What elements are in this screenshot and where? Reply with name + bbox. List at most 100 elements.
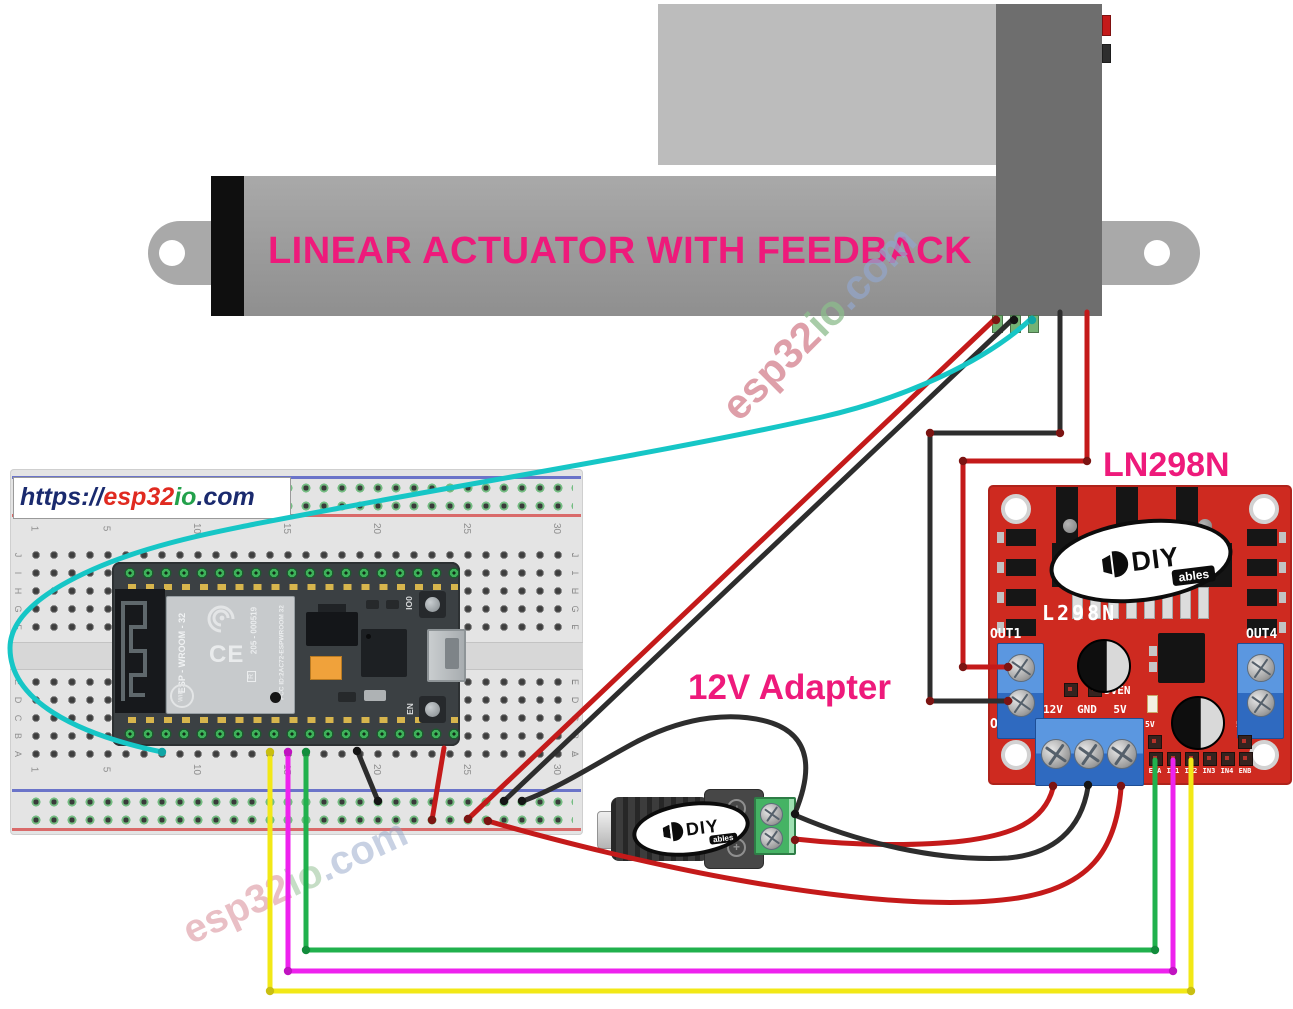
bb-col-num: 25 [461, 763, 473, 776]
bb-col-num: 15 [281, 763, 293, 776]
l298n-capacitor-2 [1171, 696, 1225, 750]
l298n-pin-in2 [1185, 752, 1199, 766]
url-tld: .com [196, 483, 255, 511]
diyables-glyph-icon [662, 825, 671, 840]
esp32-antenna [115, 589, 165, 713]
esp32-wifi-logo: WiFi [170, 684, 194, 708]
l298n-5v-label: 5V [1113, 703, 1127, 716]
l298n-hole-tl [1001, 494, 1031, 524]
l298n-5ven-pin [1064, 683, 1078, 697]
esp32-swirl-logo-icon [200, 598, 242, 645]
antenna-zigzag-icon [121, 601, 147, 701]
bb-col-num: 1 [28, 525, 40, 532]
esp32-pads-top [128, 584, 458, 590]
esp32-small-part-1 [366, 600, 379, 609]
diode [1247, 529, 1286, 546]
bb-col-num: 30 [551, 763, 563, 776]
actuator-feedback-pin-2 [1010, 315, 1021, 333]
esp32-pads-bottom [128, 717, 458, 723]
actuator-feedback-pin-1 [992, 315, 1003, 333]
watermark-name: esp32 [712, 311, 830, 430]
l298n-out1-screw [1007, 654, 1035, 682]
actuator-motor-stub-black [1102, 44, 1111, 63]
l298n-5v-left-label: 5V [1145, 720, 1155, 729]
url-protocol: https:// [20, 483, 104, 511]
l298n-12v-screw [1041, 739, 1071, 769]
diode [997, 529, 1036, 546]
esp32-boot-button [419, 591, 446, 618]
esp32-pin-row-top [121, 565, 463, 581]
esp32-r-mark: R [247, 670, 257, 683]
esp32-usb-slot [445, 638, 459, 669]
adapter-terminal-screw-plus [760, 827, 783, 850]
adapter-label: 12V Adapter [688, 668, 891, 707]
actuator-rod-housing [658, 4, 996, 165]
l298n-pin-in1 [1167, 752, 1181, 766]
actuator-motor-stub-red [1102, 15, 1111, 36]
wire-adapter-plus-12v [792, 785, 1056, 848]
l298n-out3-screw [1247, 689, 1275, 717]
actuator-motor-block [996, 4, 1102, 316]
diode [997, 589, 1036, 606]
bb-col-num: 20 [371, 522, 383, 535]
url-label: https://esp32io.com [13, 477, 291, 519]
actuator-bracket-left-hole [159, 240, 185, 266]
l298n-capacitor-1 [1077, 639, 1131, 693]
diode [1247, 619, 1286, 636]
bb-col-num: 15 [281, 522, 293, 535]
l298n-led [1147, 695, 1158, 713]
l298n-heatsink-screw-1 [1063, 519, 1077, 533]
esp32-ce-mark: CE [209, 641, 245, 668]
actuator-bracket-right-hole [1144, 240, 1170, 266]
l298n-to220-pad [1149, 662, 1157, 672]
diode [1247, 589, 1286, 606]
esp32-regulator [306, 612, 358, 646]
l298n-pin-enb [1239, 752, 1253, 766]
actuator-feedback-pin-3 [1028, 315, 1039, 333]
l298n-out4-label: OUT4 [1246, 627, 1278, 642]
l298n-silkscreen: L298N [1042, 601, 1118, 625]
l298n-5v-screw [1107, 739, 1137, 769]
l298n-out4-screw [1247, 654, 1275, 682]
esp32-fcc-id: FCC ID:2AC72-ESPWROOM 32 [278, 605, 286, 700]
esp32-reset-button-label: EN [404, 703, 415, 715]
l298n-out2-screw [1007, 689, 1035, 717]
l298n-title: LN298N [1103, 446, 1230, 484]
l298n-hole-br [1249, 740, 1279, 770]
breadboard-bottom-blue-line [12, 789, 581, 792]
l298n-pin-in3 [1203, 752, 1217, 766]
l298n-12v-label: 12V [1043, 703, 1063, 716]
bb-col-num: 10 [191, 763, 203, 776]
esp32-cert-number: 205 - 000519 [249, 606, 259, 655]
diyables-glyph-icon [670, 820, 685, 841]
l298n-out1-label: OUT1 [990, 627, 1022, 642]
actuator-body [244, 176, 996, 316]
watermark-name: esp32 [176, 865, 298, 953]
url-name: esp32 [103, 483, 175, 511]
l298n-to220-pad [1149, 646, 1157, 656]
l298n-pin-ena [1149, 752, 1163, 766]
l298n-hole-tr [1249, 494, 1279, 524]
diode [997, 559, 1036, 576]
l298n-chip-leg [1198, 587, 1209, 619]
actuator-end-cap [211, 176, 244, 316]
breadboard-bottom-red-line [12, 828, 581, 831]
esp32-small-part-3 [338, 692, 356, 702]
esp32-module-dot [270, 692, 281, 703]
esp32-pin-row-bottom [121, 726, 463, 742]
adapter-terminal-screw-minus [760, 803, 783, 826]
bb-col-num: 5 [100, 766, 112, 773]
esp32-small-part-4 [364, 690, 386, 701]
l298n-pin-in4 [1221, 752, 1235, 766]
l298n-gnd-label: GND [1077, 703, 1097, 716]
url-io: io [174, 483, 197, 511]
bb-col-num: 30 [551, 522, 563, 535]
esp32-small-part-2 [386, 600, 399, 609]
wire-adapter-minus-gnd [794, 784, 1091, 861]
l298n-to220 [1158, 633, 1205, 683]
diyables-ables-text: ables [708, 832, 738, 845]
